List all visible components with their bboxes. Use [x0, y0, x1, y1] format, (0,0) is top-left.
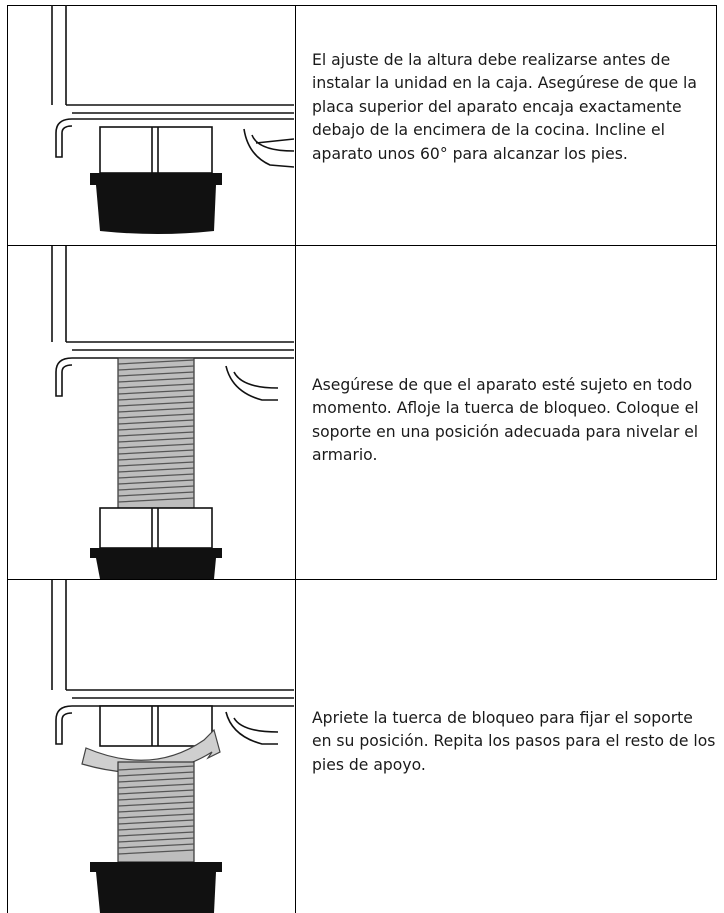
step-2-text: Asegúrese de que el aparato esté sujeto … [312, 374, 716, 468]
step-3-paragraph: Apriete la tuerca de bloqueo para fijar … [312, 709, 716, 774]
table-right-border [716, 5, 717, 579]
table-top-border [7, 5, 717, 6]
step-3-illustration [8, 580, 296, 913]
column-divider [295, 5, 296, 913]
step-1-paragraph: El ajuste de la altura debe realizarse a… [312, 51, 697, 163]
step-1-illustration [8, 5, 296, 245]
row-divider [7, 579, 717, 580]
step-1-text: El ajuste de la altura debe realizarse a… [312, 49, 716, 166]
step-3-text: Apriete la tuerca de bloqueo para fijar … [312, 707, 716, 777]
step-2-illustration [8, 246, 296, 579]
adjustable-foot-loosen-drawing [51, 246, 294, 579]
adjustable-foot-tighten-drawing [51, 580, 294, 913]
row-divider [7, 245, 717, 246]
table-left-border [7, 5, 8, 913]
step-2-paragraph: Asegúrese de que el aparato esté sujeto … [312, 376, 699, 465]
adjustable-foot-drawing [51, 5, 294, 234]
